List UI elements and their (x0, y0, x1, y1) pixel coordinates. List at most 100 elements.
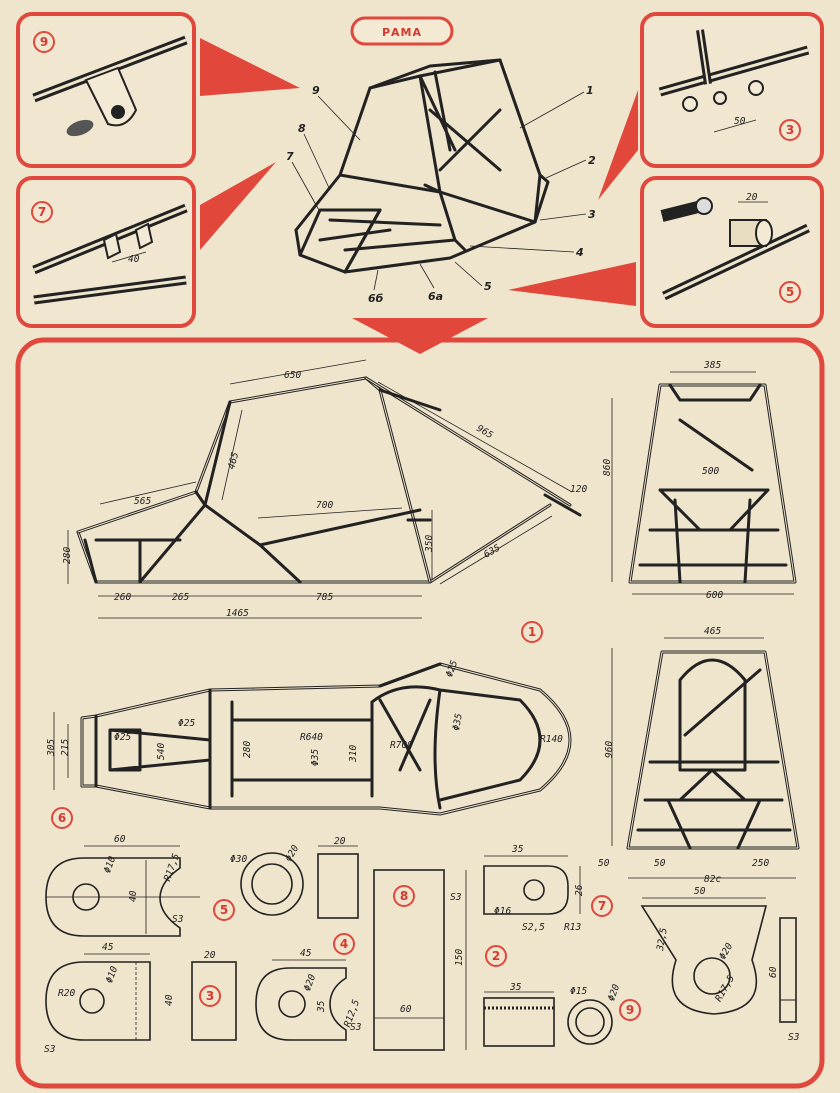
svg-text:82с: 82с (704, 874, 721, 885)
svg-text:350: 350 (424, 535, 435, 553)
detail-9-tab (32, 35, 188, 137)
svg-text:260: 260 (114, 592, 131, 603)
svg-text:3: 3 (206, 989, 214, 1003)
rear-view-dims: 465 960 50 50 82с 250 (598, 626, 796, 885)
svg-text:305: 305 (46, 739, 57, 757)
svg-text:50: 50 (654, 858, 666, 869)
svg-text:R13: R13 (564, 922, 581, 933)
svg-text:785: 785 (316, 592, 333, 603)
svg-text:S3: S3 (172, 914, 184, 925)
svg-text:465: 465 (704, 626, 721, 637)
part-7-labels: 35 26 Φ16 S2,5 R13 7 (494, 844, 613, 933)
svg-text:960: 960 (604, 741, 615, 758)
svg-text:5: 5 (220, 903, 228, 917)
svg-text:310: 310 (348, 745, 359, 763)
svg-text:8: 8 (400, 889, 408, 903)
callout-3-dim: 50 (734, 116, 746, 127)
svg-text:465: 465 (226, 451, 241, 471)
arrow-callout-9 (200, 38, 300, 96)
perspective-frame (294, 58, 550, 274)
svg-text:32,5: 32,5 (655, 927, 670, 953)
callout-number-9: 9 (33, 31, 55, 53)
svg-text:650: 650 (284, 370, 301, 381)
svg-text:Φ20: Φ20 (606, 983, 622, 1003)
svg-text:Φ20: Φ20 (717, 941, 735, 962)
part-8 (373, 869, 467, 1051)
svg-text:26: 26 (574, 884, 585, 896)
svg-text:1: 1 (586, 84, 594, 97)
arrow-callout-5 (508, 262, 636, 306)
svg-text:Φ16: Φ16 (494, 906, 511, 917)
arrow-callout-7 (200, 162, 276, 250)
svg-text:385: 385 (703, 360, 721, 371)
svg-text:6: 6 (58, 811, 66, 825)
part-1-tab (640, 897, 797, 1023)
callout-box-3 (640, 12, 824, 168)
main-red-border (15, 337, 825, 1089)
svg-text:60: 60 (114, 834, 126, 845)
svg-text:Φ15: Φ15 (570, 986, 587, 997)
part-5-labels: Φ30 Φ20 20 5 (213, 836, 346, 921)
svg-text:5: 5 (484, 280, 492, 293)
svg-text:Φ30: Φ30 (230, 854, 247, 865)
svg-text:9: 9 (626, 1003, 634, 1017)
svg-text:265: 265 (172, 592, 189, 603)
svg-text:Φ35: Φ35 (451, 712, 465, 731)
perspective-labels: 9 8 7 1 2 3 4 5 6б 6а (286, 84, 596, 305)
svg-text:40: 40 (164, 994, 175, 1006)
view-number-1: 1 (521, 621, 543, 643)
front-view-dims: 385 860 500 600 (602, 360, 794, 601)
callout-number-7: 7 (31, 201, 53, 223)
svg-text:Φ25: Φ25 (114, 732, 131, 743)
svg-text:35: 35 (511, 844, 524, 855)
svg-text:1465: 1465 (226, 608, 249, 619)
callout-number-3: 3 (779, 119, 801, 141)
rear-view (626, 650, 800, 850)
part-5 (240, 845, 359, 919)
arrow-callout-3 (598, 90, 638, 200)
part-9 (567, 999, 613, 1045)
callout-5-dim: 20 (746, 192, 758, 203)
part-2 (483, 991, 555, 1047)
svg-text:20: 20 (334, 836, 346, 847)
part-3-labels: 45 Φ10 R20 40 S3 20 3 (44, 942, 221, 1055)
callout-number-5: 5 (779, 281, 801, 303)
svg-text:150: 150 (454, 949, 465, 966)
svg-text:7: 7 (38, 205, 46, 219)
svg-text:3: 3 (588, 208, 596, 221)
svg-text:4: 4 (575, 246, 584, 259)
svg-text:S3: S3 (788, 1032, 800, 1043)
callout-7-dim: 40 (128, 254, 140, 265)
front-view (628, 383, 797, 584)
svg-text:60: 60 (400, 1004, 412, 1015)
svg-text:1: 1 (528, 625, 536, 639)
svg-text:S3: S3 (350, 1022, 362, 1033)
svg-text:Φ10: Φ10 (104, 965, 120, 985)
svg-text:R17,5: R17,5 (713, 973, 737, 1004)
svg-text:R640: R640 (300, 732, 323, 743)
svg-text:R700: R700 (390, 740, 413, 751)
svg-text:860: 860 (602, 459, 613, 476)
svg-text:7: 7 (598, 899, 606, 913)
top-view (80, 662, 572, 816)
svg-text:Φ35: Φ35 (310, 749, 321, 766)
title-badge (350, 16, 454, 46)
svg-text:500: 500 (702, 466, 719, 477)
part-6 (45, 845, 200, 937)
part-6-labels: 6 60 Φ10 40 R17,5 S3 (51, 807, 184, 925)
svg-text:120: 120 (570, 484, 587, 495)
svg-text:280: 280 (242, 741, 253, 758)
svg-text:540: 540 (156, 743, 167, 760)
svg-text:20: 20 (204, 950, 216, 961)
part-4-labels: 45 Φ20 35 R12,5 S3 4 (300, 933, 362, 1033)
part-1-labels: 50 32,5 Φ20 R17,5 60 S3 (655, 886, 800, 1043)
side-view (76, 376, 582, 584)
svg-text:215: 215 (60, 739, 71, 756)
svg-text:60: 60 (768, 966, 779, 978)
svg-text:5: 5 (786, 285, 794, 299)
svg-text:6б: 6б (368, 292, 384, 305)
svg-text:2: 2 (588, 154, 596, 167)
title-text: РАМА (382, 26, 422, 39)
part-9-labels: Φ15 Φ20 9 (570, 983, 641, 1021)
